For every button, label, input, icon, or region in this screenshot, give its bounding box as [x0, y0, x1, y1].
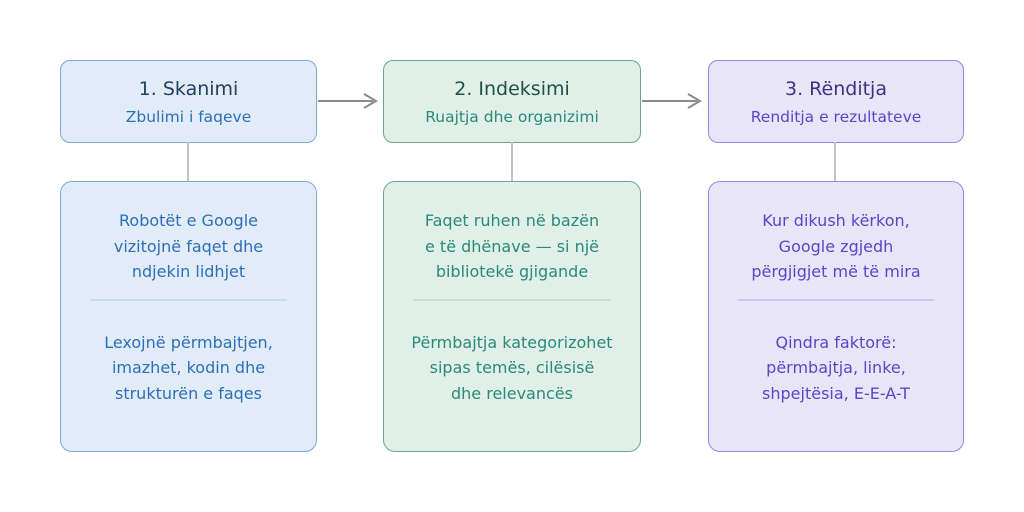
flow-arrow-1-icon	[318, 93, 378, 109]
stage-1-title: 1. Skanimi	[138, 77, 239, 100]
stage-2-connector-line	[511, 142, 513, 182]
stage-1-detail-bottom-text: Lexojnë përmbajtjen, imazhet, kodin dhe …	[104, 332, 273, 403]
stage-2-divider	[413, 298, 611, 301]
stage-3-divider	[738, 298, 934, 301]
stage-3-detail-top-text: Kur dikush kërkon, Google zgjedh përgjig…	[751, 211, 921, 281]
stage-3-connector-line	[834, 142, 836, 182]
stage-2-detail-bottom-text: Përmbajtja kategorizohet sipas temës, ci…	[411, 332, 613, 403]
stage-2-title: 2. Indeksimi	[454, 77, 570, 100]
flow-arrow-2-icon	[642, 93, 702, 109]
stage-2-header-box: 2. Indeksimi Ruajtja dhe organizimi	[383, 60, 641, 143]
stage-1-divider	[90, 298, 287, 301]
stage-2-subtitle: Ruajtja dhe organizimi	[425, 107, 599, 126]
stage-2-detail-box: Faqet ruhen në bazën e të dhënave — si n…	[383, 181, 641, 452]
stage-1-detail-top-text: Robotët e Google vizitojnë faqet dhe ndj…	[113, 211, 264, 281]
stage-3-title: 3. Rënditja	[785, 77, 887, 100]
stage-3-subtitle: Renditja e rezultateve	[750, 107, 922, 126]
stage-3-header-box: 3. Rënditja Renditja e rezultateve	[708, 60, 964, 143]
stage-2-detail-top-text: Faqet ruhen në bazën e të dhënave — si n…	[424, 211, 600, 281]
stage-1-header-box: 1. Skanimi Zbulimi i faqeve	[60, 60, 317, 143]
stage-1-connector-line	[187, 142, 189, 182]
stage-1-detail-box: Robotët e Google vizitojnë faqet dhe ndj…	[60, 181, 317, 452]
stage-3-detail-box: Kur dikush kërkon, Google zgjedh përgjig…	[708, 181, 964, 452]
stage-3-detail-bottom-text: Qindra faktorë: përmbajtja, linke, shpej…	[762, 332, 910, 403]
stage-1-subtitle: Zbulimi i faqeve	[125, 107, 252, 126]
